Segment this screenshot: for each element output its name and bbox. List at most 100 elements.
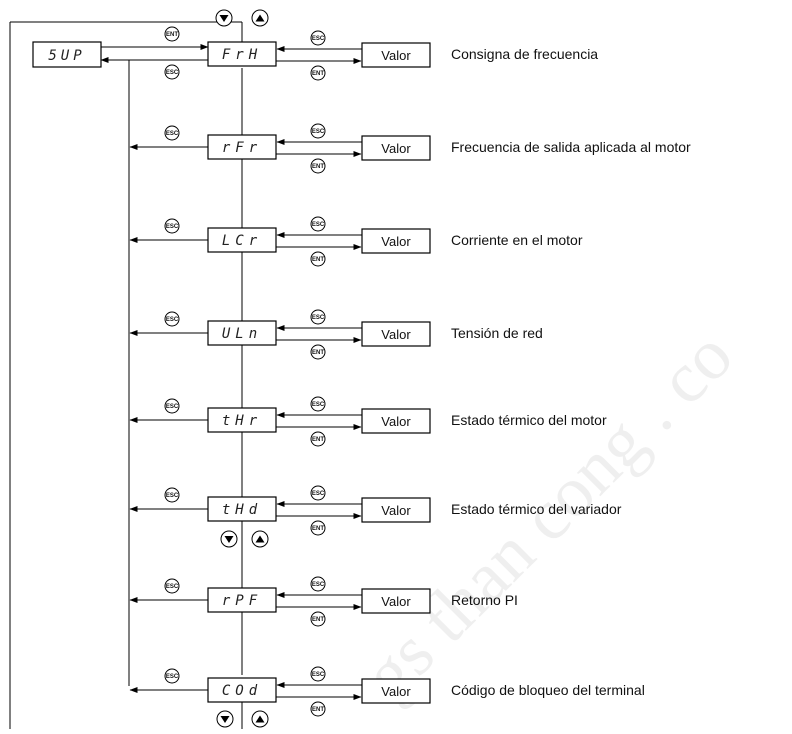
parameter-description: Tensión de red <box>451 325 543 341</box>
ent-button-icon: ENT <box>310 65 326 81</box>
mid-nav-buttons <box>220 530 269 548</box>
value-box <box>361 228 431 254</box>
parameter-row: ESC rFr ESC ENT Valor Frecuencia de salida ap… <box>129 123 691 174</box>
svg-text:ENT: ENT <box>312 257 324 263</box>
svg-text:ENT: ENT <box>312 71 324 77</box>
value-box <box>361 42 431 68</box>
parameter-description: Retorno PI <box>451 592 518 608</box>
svg-text:ESC: ESC <box>166 317 179 323</box>
svg-text:ESC: ESC <box>312 129 325 135</box>
parameter-code-box <box>207 320 277 346</box>
parameter-code: tHd <box>222 502 262 518</box>
ent-button-icon: ENT <box>310 431 326 447</box>
svg-text:ESC: ESC <box>166 224 179 230</box>
arrow-down-button-icon <box>216 710 234 728</box>
parameter-code-box <box>207 677 277 703</box>
svg-text:ESC: ESC <box>166 70 179 76</box>
esc-button-icon: ESC <box>310 30 326 46</box>
svg-text:ENT: ENT <box>312 350 324 356</box>
value-box <box>361 588 431 614</box>
svg-text:ENT: ENT <box>312 164 324 170</box>
esc-button-icon: ESC <box>164 487 180 503</box>
svg-text:ESC: ESC <box>312 491 325 497</box>
esc-button-icon: ESC <box>310 123 326 139</box>
svg-text:ESC: ESC <box>312 36 325 42</box>
svg-text:ENT: ENT <box>312 617 324 623</box>
bottom-nav-buttons <box>216 710 269 728</box>
svg-text:ESC: ESC <box>166 493 179 499</box>
esc-button-icon: ESC <box>310 666 326 682</box>
value-box-label: Valor <box>381 327 411 342</box>
arrow-up-button-icon <box>251 710 269 728</box>
esc-button-icon: ESC <box>310 485 326 501</box>
arrow-up-button-icon <box>251 530 269 548</box>
parameter-code-box <box>207 587 277 613</box>
ent-button-icon: ENT <box>310 344 326 360</box>
svg-text:ENT: ENT <box>312 437 324 443</box>
esc-button-icon: ESC <box>310 576 326 592</box>
value-box-label: Valor <box>381 503 411 518</box>
parameter-code-box <box>207 227 277 253</box>
svg-text:ESC: ESC <box>312 222 325 228</box>
outer-frame <box>9 21 242 729</box>
parameter-code: tHr <box>222 413 262 429</box>
esc-button-icon: ESC <box>164 218 180 234</box>
svg-text:ESC: ESC <box>312 672 325 678</box>
parameter-code-box <box>207 134 277 160</box>
svg-text:ESC: ESC <box>166 131 179 137</box>
sup-to-frh-link: ENT ESC <box>100 26 209 80</box>
parameter-code: ULn <box>222 326 262 342</box>
parameter-code-box <box>207 41 277 67</box>
svg-text:ENT: ENT <box>166 32 178 38</box>
parameter-code: LCr <box>222 233 262 249</box>
parameter-code: rFr <box>222 140 262 156</box>
value-box <box>361 321 431 347</box>
value-box-label: Valor <box>381 234 411 249</box>
esc-button-icon: ESC <box>164 125 180 141</box>
main-display-box <box>32 41 102 68</box>
parameter-description: Consigna de frecuencia <box>451 46 598 62</box>
arrow-up-button-icon <box>251 9 269 27</box>
arrow-down-button-icon <box>215 9 233 27</box>
parameter-code: COd <box>222 683 262 699</box>
esc-button-icon: ESC <box>164 311 180 327</box>
parameter-row: ESC ULn ESC ENT Valor Tensión de red <box>129 309 543 360</box>
value-box-label: Valor <box>381 141 411 156</box>
ent-button-icon: ENT <box>310 701 326 717</box>
value-box <box>361 497 431 523</box>
parameter-description: Estado térmico del motor <box>451 412 607 428</box>
parameter-row: ESC LCr ESC ENT Valor Corriente en el motor <box>129 216 583 267</box>
ent-button-icon: ENT <box>310 520 326 536</box>
parameter-description: Frecuencia de salida aplicada al motor <box>451 139 691 155</box>
value-box-label: Valor <box>381 414 411 429</box>
value-box <box>361 135 431 161</box>
arrow-down-button-icon <box>220 530 238 548</box>
value-box-label: Valor <box>381 594 411 609</box>
parameter-description: Código de bloqueo del terminal <box>451 682 645 698</box>
ent-button-icon: ENT <box>164 26 180 42</box>
esc-button-icon: ESC <box>164 578 180 594</box>
main-display: 5UP <box>32 41 102 68</box>
top-nav-buttons <box>215 9 269 27</box>
esc-button-icon: ESC <box>164 64 180 80</box>
value-box <box>361 408 431 434</box>
value-box <box>361 678 431 704</box>
ent-button-icon: ENT <box>310 611 326 627</box>
parameter-code-box <box>207 407 277 433</box>
svg-text:ESC: ESC <box>166 404 179 410</box>
parameter-code-box <box>207 496 277 522</box>
parameter-description: Corriente en el motor <box>451 232 583 248</box>
svg-text:ENT: ENT <box>312 526 324 532</box>
svg-text:ESC: ESC <box>166 584 179 590</box>
ent-button-icon: ENT <box>310 158 326 174</box>
esc-button-icon: ESC <box>310 309 326 325</box>
parameter-code: FrH <box>222 47 262 63</box>
